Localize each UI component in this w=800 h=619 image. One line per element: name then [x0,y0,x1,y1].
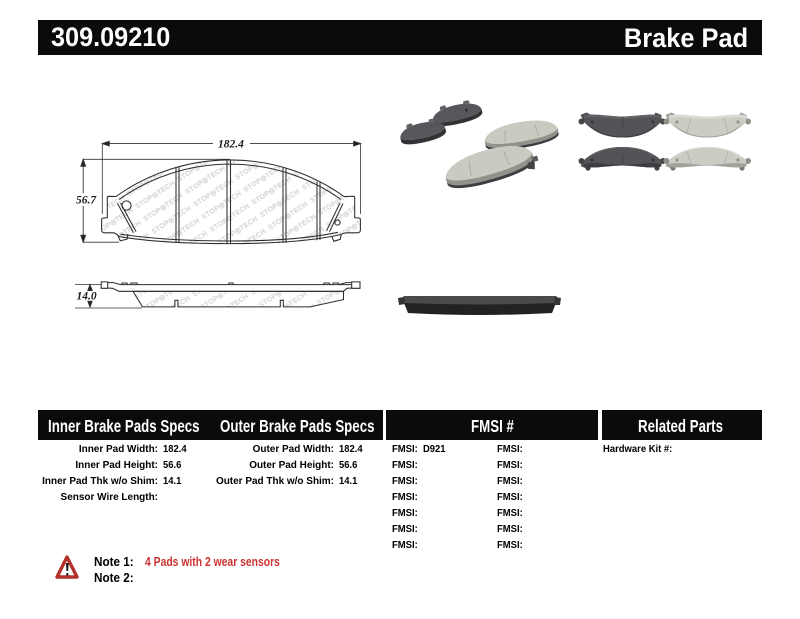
svg-text:14.0: 14.0 [77,291,97,303]
svg-text:182.4: 182.4 [218,138,244,150]
svg-text:56.7: 56.7 [76,195,97,207]
